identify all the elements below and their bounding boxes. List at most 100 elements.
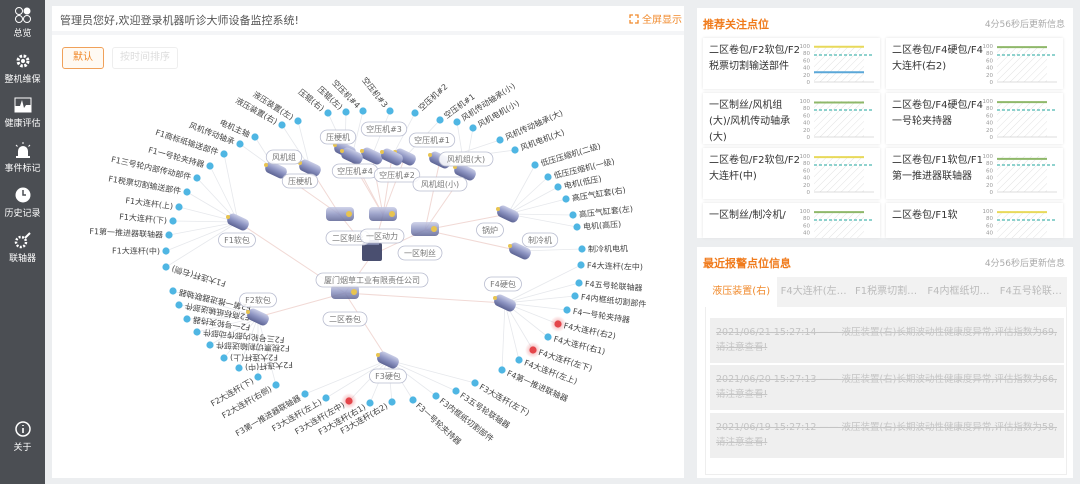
alarm-tab[interactable]: F1税票切割… — [854, 286, 918, 297]
hub-label-group[interactable]: 一区动力 — [359, 228, 405, 244]
hub-node[interactable] — [331, 285, 359, 299]
leaf-node[interactable]: F1大连杆(上) — [125, 195, 183, 211]
leaf-node[interactable]: F2税票切割输送部件 — [206, 340, 290, 354]
hub-node[interactable] — [263, 160, 288, 180]
leaf-node[interactable]: F2大连杆(上) — [220, 353, 278, 363]
leaf-node[interactable]: F1大连杆(中) — [112, 245, 170, 256]
leaf-node[interactable]: F4五号轮联轴器 — [575, 278, 643, 293]
hub-label-group[interactable]: 厦门烟草工业有限责任公司 — [315, 272, 429, 288]
leaf-dot — [301, 390, 309, 398]
hub-label-group[interactable]: 一区制丝 — [397, 245, 443, 261]
motor-icon — [377, 351, 399, 369]
motor-icon — [454, 163, 476, 181]
motor-icon-part — [428, 153, 432, 157]
alarm-item[interactable]: 2021/06/21 15:27:14 —— 液压装置(右)长期波动性健康度异常… — [710, 318, 1064, 363]
divider — [52, 31, 684, 35]
hub-label-group[interactable]: 压梗机 — [281, 173, 319, 189]
device-tree-graph[interactable]: 电机主轴风机传动轴承F1商标纸输送部件F1一号轮夹持器F1三号轮内部传动部件F1… — [52, 6, 684, 478]
hub-label-group[interactable]: 制冷机 — [521, 232, 559, 248]
hub-node[interactable] — [369, 207, 397, 221]
graph-edge — [348, 359, 389, 402]
hub-label-group[interactable]: 空压机#2 — [373, 167, 421, 183]
hub-label-group[interactable]: 风机组(大) — [438, 151, 494, 167]
leaf-dot — [432, 392, 440, 400]
hub-node[interactable] — [507, 241, 532, 261]
leaf-node[interactable]: 电机(高压) — [573, 219, 622, 232]
point-name: 二区卷包/F2软包/F2税票切割输送部件 — [709, 45, 800, 72]
leaf-node[interactable]: F1大连杆(右侧) — [162, 263, 227, 289]
leaf-node[interactable]: F1大连杆(下) — [119, 211, 177, 225]
hub-label: F1软包 — [224, 235, 250, 245]
hub-label-group[interactable]: F2软包 — [239, 292, 277, 308]
hub-node[interactable] — [495, 204, 520, 224]
hub-node[interactable] — [339, 146, 364, 166]
point-name: 二区卷包/F4硬包/F4大连杆(右2) — [892, 45, 983, 72]
sidebar-item-coupling[interactable]: 联轴器 — [0, 231, 45, 264]
motor-icon-part — [493, 296, 497, 300]
alarm-item[interactable]: 2021/06/20 15:27:13 —— 液压装置(右)长期波动性健康度异常… — [710, 365, 1064, 410]
hub-label-group[interactable]: 压梗机 — [319, 129, 357, 145]
alarm-tab[interactable]: F4内框纸切… — [927, 286, 990, 297]
hub-label-group[interactable]: 空压机#1 — [408, 132, 456, 148]
hub-label-group[interactable]: 锅炉 — [476, 222, 504, 238]
leaf-dot — [162, 263, 170, 271]
hub-label-group[interactable]: F4硬包 — [484, 276, 522, 292]
hub-label-group[interactable]: F3硬包 — [369, 368, 407, 384]
sidebar-item-health[interactable]: 健康评估 — [0, 96, 45, 129]
alarm-tab[interactable]: 液压装置(右) — [705, 277, 778, 307]
hub-label-box — [319, 129, 357, 145]
leaf-node[interactable]: F1第一推进器联轴器 — [89, 226, 173, 240]
recommend-card[interactable]: 二区卷包/F1软100806040200 — [886, 203, 1063, 238]
hub-node[interactable] — [375, 350, 400, 370]
alarm-dot — [529, 346, 537, 354]
leaf-node[interactable]: F2大连杆(中) — [235, 360, 293, 373]
alarm-tab[interactable]: F4五号轮联… — [999, 286, 1062, 297]
default-view-button[interactable]: 默认 — [62, 47, 104, 69]
hub-node[interactable] — [411, 222, 439, 236]
hub-node[interactable] — [359, 146, 384, 166]
leaf-node[interactable]: F4内框纸切割部件 — [571, 292, 647, 309]
hatched-area — [814, 211, 864, 238]
sidebar-item-overview[interactable]: 总览 — [0, 6, 45, 39]
axis-tick: 0 — [807, 80, 811, 86]
axis-tick: 100 — [800, 44, 811, 50]
leaf-node[interactable]: F4一号轮夹持器 — [563, 306, 631, 325]
sidebar-item-maintenance[interactable]: 整机维保 — [0, 52, 45, 85]
hub-node[interactable] — [492, 293, 517, 313]
alarm-tab[interactable]: F4大连杆(左… — [780, 286, 847, 297]
sort-by-time-button[interactable]: 按时间排序 — [112, 47, 178, 69]
hub-label-group[interactable]: 空压机#3 — [360, 121, 408, 137]
sidebar-item-events[interactable]: 事件标记 — [0, 141, 45, 174]
hub-node[interactable] — [326, 207, 354, 221]
hub-node[interactable] — [245, 307, 270, 327]
hub-label-group[interactable]: 风机组 — [265, 149, 303, 165]
leaf-label: 高压气缸套(左) — [578, 203, 633, 219]
hub-node[interactable] — [379, 147, 404, 167]
leaf-node[interactable]: F3一号轮夹持器 — [409, 396, 463, 447]
sidebar-item-history[interactable]: 历史记录 — [0, 186, 45, 219]
fullscreen-button[interactable]: 全屏显示 — [629, 11, 682, 26]
sidebar-item-about[interactable]: 关于 — [0, 420, 45, 453]
sidebar-item-label: 总览 — [13, 29, 32, 39]
leaf-node[interactable]: 高压气缸套(左) — [569, 203, 633, 219]
leaf-node[interactable]: 制冷机电机 — [578, 243, 628, 254]
hub-label-group[interactable]: 二区卷包 — [322, 311, 368, 327]
hub-label-group[interactable]: 风机组(小) — [412, 176, 468, 192]
axis-tick: 80 — [803, 51, 810, 57]
graph-edge — [196, 316, 259, 333]
hub-label-group[interactable]: F1软包 — [218, 232, 256, 248]
hub-label-group[interactable]: 空压机#4 — [331, 163, 379, 179]
alarm-item[interactable]: 2021/06/19 15:27:12 —— 液压装置(右)长期波动性健康度异常… — [710, 413, 1064, 458]
hatched-area — [997, 101, 1047, 137]
leaf-node[interactable]: F4大连杆(左中) — [577, 260, 643, 272]
hub-node[interactable] — [225, 212, 250, 232]
